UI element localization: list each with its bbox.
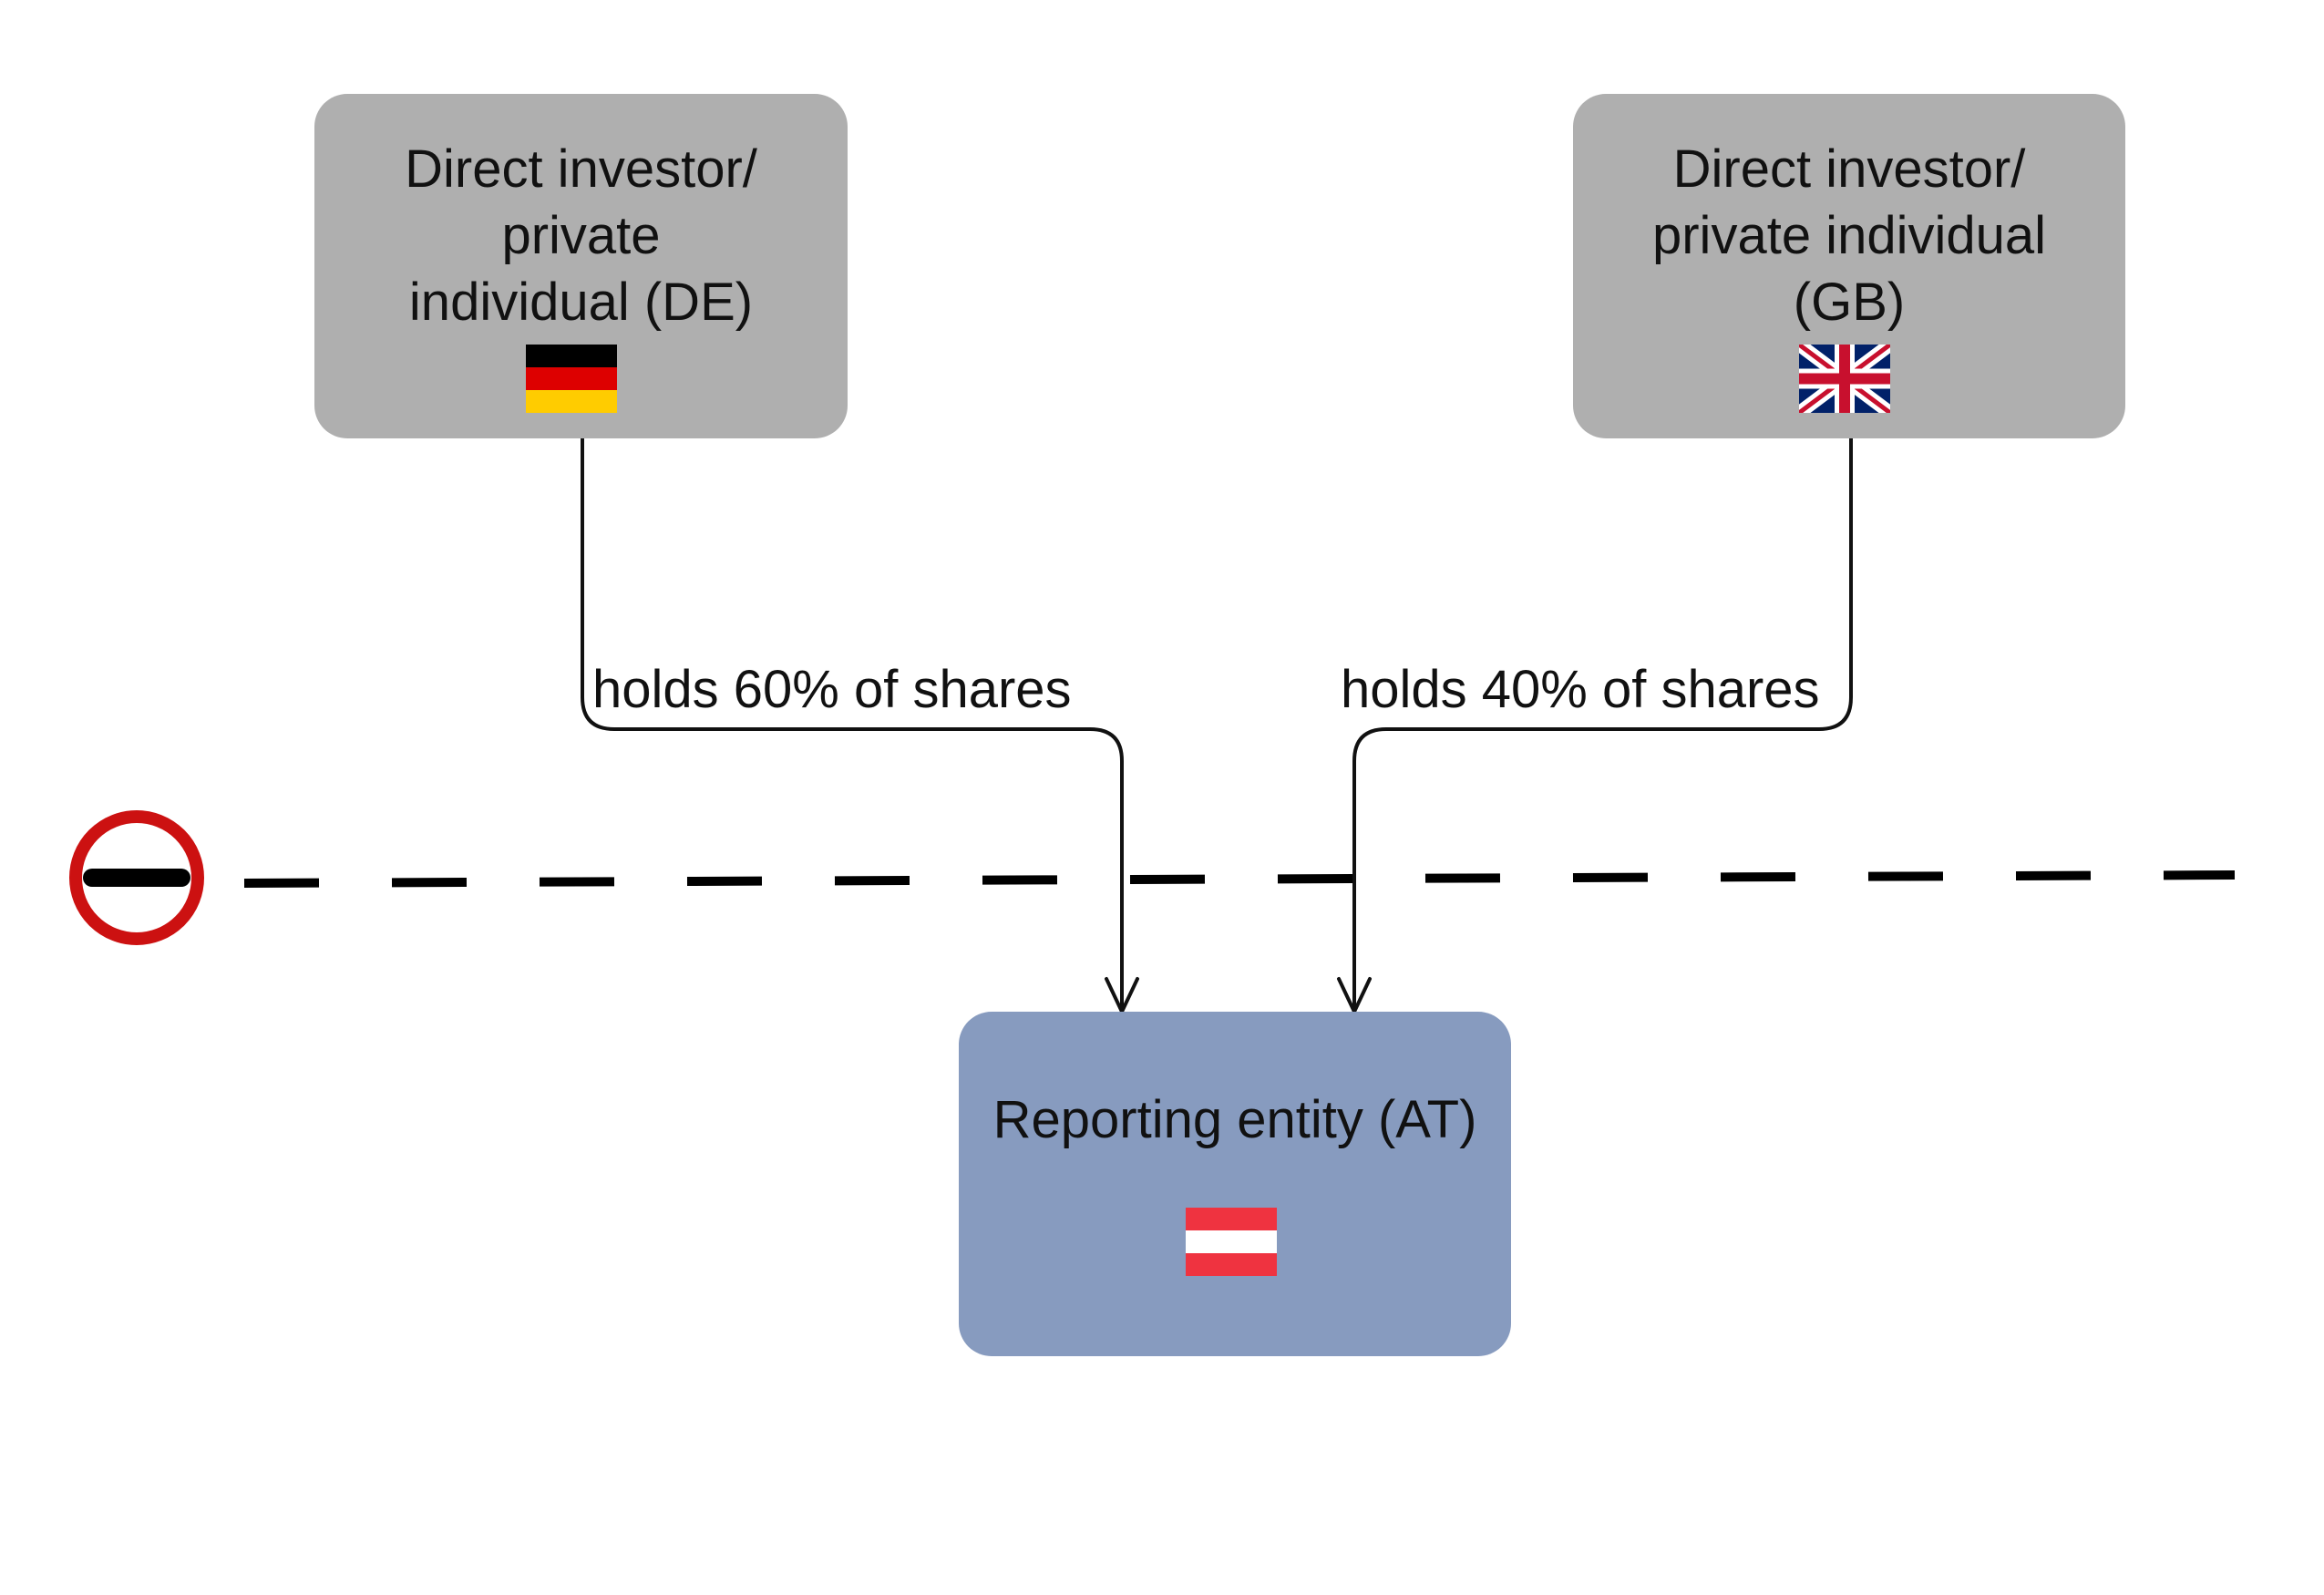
edge-gb-to-at xyxy=(1352,438,1853,1012)
edge-de-to-at xyxy=(581,438,1124,1012)
node-label-investor-gb: Direct investor/ private individual (GB) xyxy=(1651,139,2047,332)
node-investor-de: Direct investor/ private individual (DE) xyxy=(314,94,848,438)
no-entry-icon xyxy=(69,810,204,945)
node-label-reporting-entity: Reporting entity (AT) xyxy=(992,1090,1477,1149)
node-reporting-entity: Reporting entity (AT) xyxy=(959,1012,1511,1356)
austria-flag xyxy=(1186,1208,1277,1276)
edge-label-de: holds 60% of shares xyxy=(592,660,1072,719)
border-dashed-line xyxy=(243,870,2236,888)
edge-label-gb: holds 40% of shares xyxy=(1341,660,1820,719)
united-kingdom-flag xyxy=(1799,345,1890,413)
germany-flag xyxy=(526,345,617,413)
node-investor-gb: Direct investor/ private individual (GB) xyxy=(1573,94,2125,438)
node-label-investor-de: Direct investor/ private individual (DE) xyxy=(405,139,757,332)
